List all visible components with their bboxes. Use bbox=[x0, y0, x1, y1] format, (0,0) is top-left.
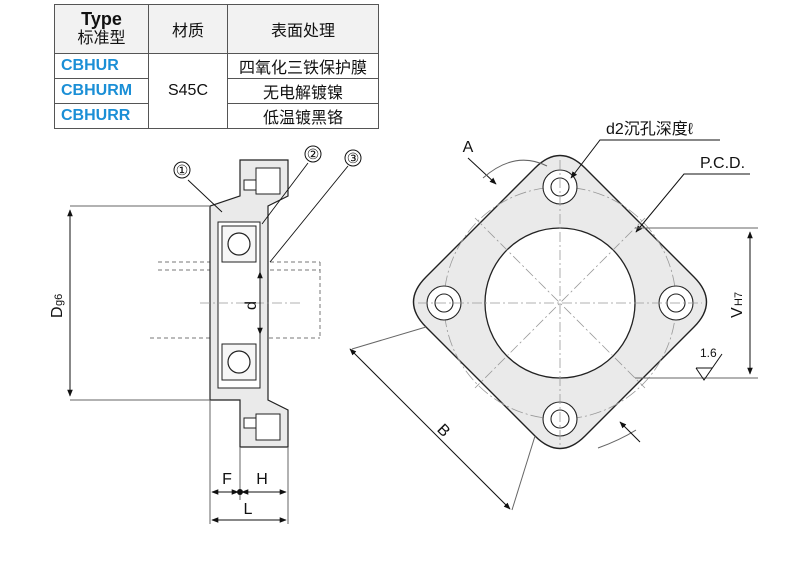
dim-F-label: F bbox=[222, 471, 232, 488]
bearing-top bbox=[221, 225, 257, 263]
d2-label: d2沉孔深度ℓ bbox=[606, 120, 693, 138]
pcd-label: P.C.D. bbox=[700, 155, 745, 172]
dim-L-label: L bbox=[244, 501, 253, 518]
bottom-bolt-hole bbox=[255, 413, 281, 441]
dim-B bbox=[349, 326, 536, 511]
spec-table: Type 标准型 材质 表面处理 CBHUR S45C 四氧化三铁保护膜 CBH… bbox=[54, 4, 379, 129]
dim-A bbox=[467, 157, 548, 185]
top-bolt-hole bbox=[255, 167, 281, 195]
surface-header: 表面处理 bbox=[227, 4, 379, 54]
part-label-1: ① bbox=[176, 162, 189, 178]
dim-D bbox=[67, 205, 210, 401]
dim-d-label: d bbox=[243, 301, 260, 310]
type-header-en: Type bbox=[81, 9, 122, 29]
surface-cbhurm: 无电解镀镍 bbox=[227, 78, 379, 104]
part-leaders bbox=[187, 162, 349, 263]
dim-D-label: D bbox=[49, 306, 66, 318]
material-value: S45C bbox=[148, 53, 228, 129]
bearing-bottom bbox=[221, 343, 257, 381]
type-header-cn: 标准型 bbox=[77, 30, 126, 47]
material-header: 材质 bbox=[148, 4, 228, 54]
dim-V-label: V bbox=[729, 307, 746, 318]
dim-V bbox=[635, 227, 758, 379]
dim-A-label: A bbox=[463, 139, 474, 156]
dim-V-tol: H7 bbox=[733, 292, 745, 306]
surface-cbhurr: 低温镀黑铬 bbox=[227, 103, 379, 129]
surface-cbhur: 四氧化三铁保护膜 bbox=[227, 53, 379, 79]
part-label-3: ③ bbox=[347, 150, 360, 166]
roughness-symbol bbox=[695, 353, 723, 381]
part-label-2: ② bbox=[307, 146, 320, 162]
dim-D-tol: g6 bbox=[53, 294, 65, 306]
dim-B-label: B bbox=[433, 421, 453, 441]
front-view: A d2沉孔深度ℓ P.C.D. B V H7 1.6 bbox=[349, 120, 758, 511]
dim-FHL bbox=[209, 400, 289, 524]
dim-H-label: H bbox=[256, 471, 268, 488]
roughness-label: 1.6 bbox=[700, 346, 717, 360]
side-view: D g6 d ① ② ③ F H L bbox=[49, 145, 362, 524]
type-code-cbhurr: CBHURR bbox=[54, 103, 149, 129]
type-header: Type 标准型 bbox=[54, 4, 149, 54]
